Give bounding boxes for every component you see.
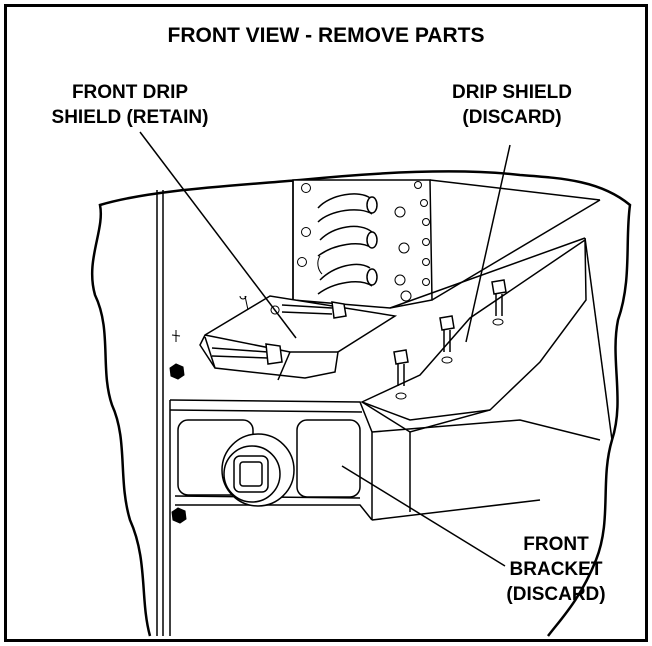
coil-assembly xyxy=(292,179,433,309)
drip-shield-part xyxy=(360,238,587,433)
wall-nut-upper xyxy=(169,363,185,380)
label-front-drip-shield-line1: FRONT DRIP xyxy=(72,82,188,103)
leader-front-bracket xyxy=(341,465,506,567)
front-drip-shield-part xyxy=(199,295,398,381)
screw-front-lower xyxy=(171,330,283,365)
label-front-bracket-line3: (DISCARD) xyxy=(506,584,605,605)
label-drip-shield-line1: DRIP SHIELD xyxy=(452,82,572,103)
wall-nut-lower xyxy=(171,507,187,524)
screw-middle xyxy=(439,315,455,364)
diagram-title: FRONT VIEW - REMOVE PARTS xyxy=(168,24,485,47)
drain-port xyxy=(221,433,295,507)
screw-right xyxy=(491,279,507,326)
label-drip-shield-line2: (DISCARD) xyxy=(462,107,561,128)
label-front-drip-shield-line2: SHIELD (RETAIN) xyxy=(52,107,209,128)
shield-edge-line xyxy=(204,336,216,369)
front-bracket-part xyxy=(169,399,601,521)
leader-drip-shield xyxy=(465,144,511,343)
cutaway-outline xyxy=(90,170,632,637)
label-front-bracket-line1: FRONT xyxy=(523,534,589,555)
screw-front-upper xyxy=(270,301,347,319)
label-front-bracket-line2: BRACKET xyxy=(510,559,603,580)
left-cabinet-wall xyxy=(156,190,171,636)
drip-shield-screws xyxy=(393,279,507,400)
upper-base-pan xyxy=(389,179,613,441)
leader-front-drip-shield xyxy=(139,131,297,339)
screw-left xyxy=(393,349,409,400)
